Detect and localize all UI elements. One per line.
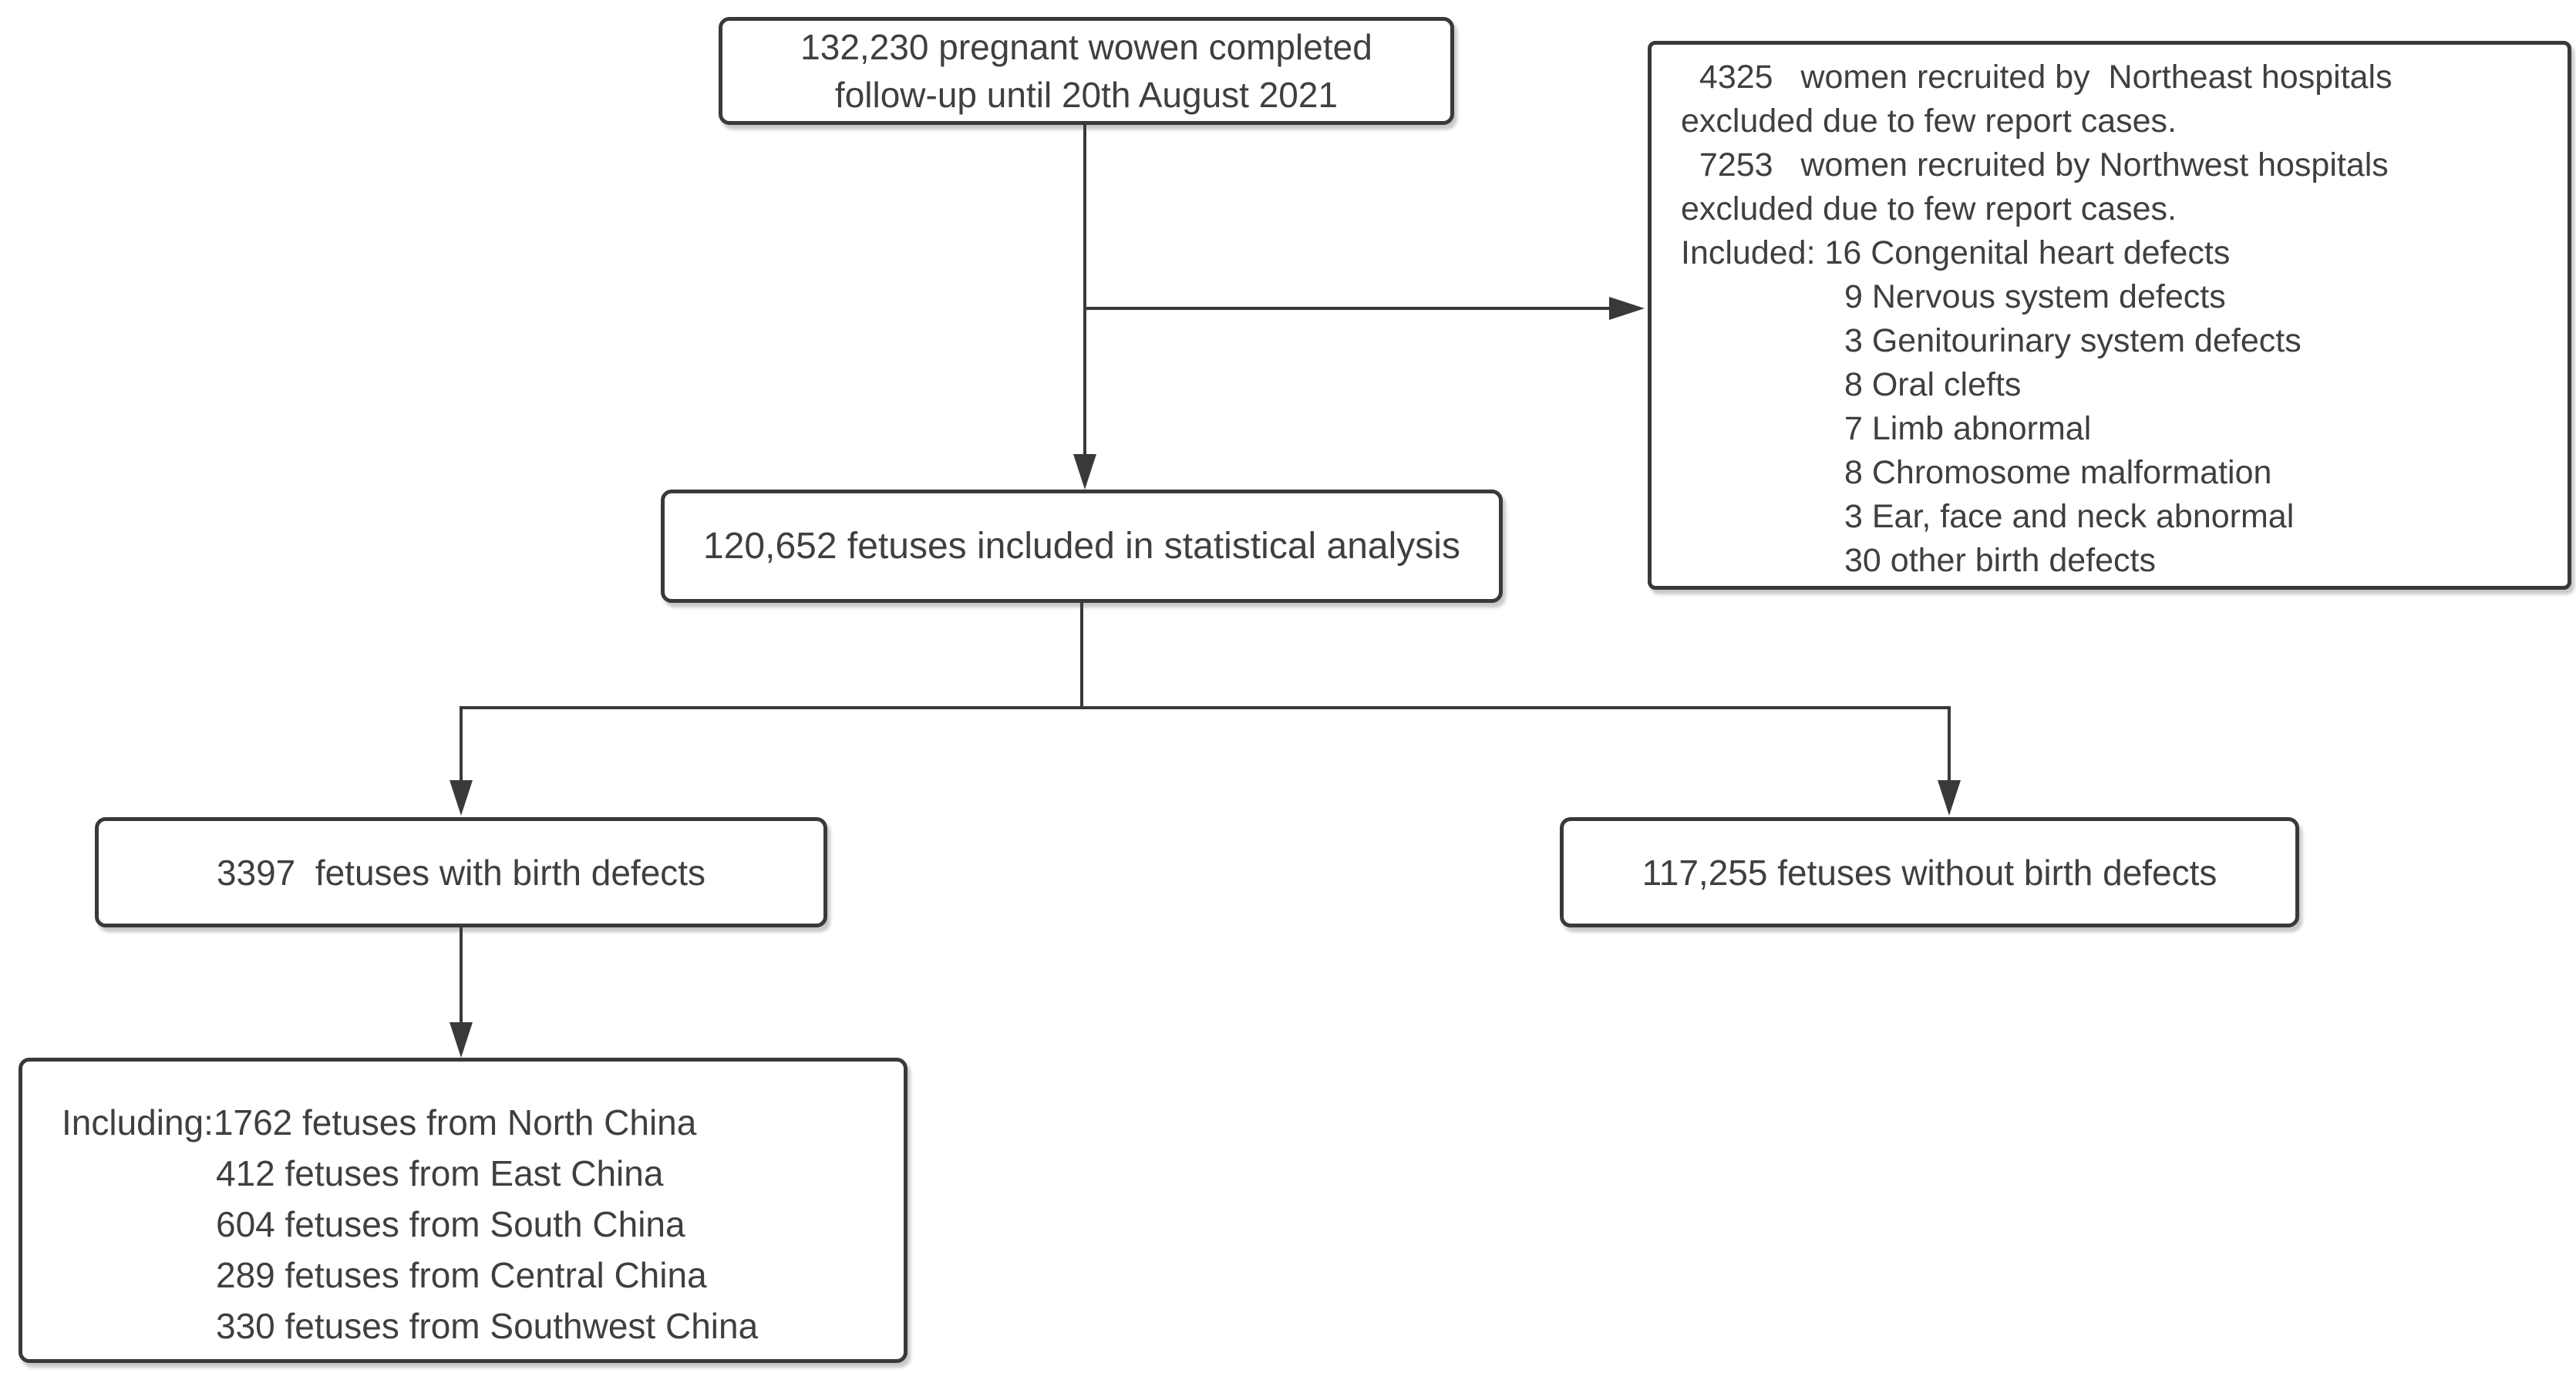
- regions-line: 330 fetuses from Southwest China: [216, 1306, 759, 1346]
- exclusion-line: 9 Nervous system defects: [1844, 278, 2226, 315]
- arrowhead-split-to-without-defects: [1938, 780, 1961, 816]
- exclusion-line: excluded due to few report cases.: [1681, 190, 2177, 227]
- arrowhead-with-defects-to-regions: [450, 1022, 473, 1058]
- exclusion-line: excluded due to few report cases.: [1681, 103, 2177, 140]
- connector-split-to-without-defects: [1948, 706, 1951, 780]
- exclusion-line: 7253 women recruited by Northwest hospit…: [1681, 146, 2389, 183]
- analysis-text: 120,652 fetuses included in statistical …: [703, 526, 1460, 567]
- with-defects-box: 3397 fetuses with birth defects: [95, 817, 827, 927]
- regions-line: 412 fetuses from East China: [216, 1153, 664, 1193]
- regions-box: Including:1762 fetuses from North China …: [19, 1058, 907, 1363]
- connector-analysis-to-split: [1080, 603, 1083, 708]
- regions-line: Including:1762 fetuses from North China: [62, 1102, 697, 1142]
- connector-split-to-with-defects: [460, 706, 463, 780]
- connector-enrollment-to-analysis: [1083, 125, 1086, 454]
- exclusion-line: 7 Limb abnormal: [1844, 410, 2092, 447]
- with-defects-text: 3397 fetuses with birth defects: [216, 852, 706, 893]
- exclusion-line: 8 Oral clefts: [1844, 366, 2022, 403]
- exclusion-line: 4325 women recruited by Northeast hospit…: [1681, 59, 2392, 96]
- exclusion-line: 30 other birth defects: [1844, 542, 2156, 579]
- connector-branch-to-exclusion: [1085, 307, 1609, 310]
- enrollment-line-2: follow-up until 20th August 2021: [834, 75, 1339, 115]
- regions-line: 604 fetuses from South China: [216, 1204, 685, 1244]
- analysis-box: 120,652 fetuses included in statistical …: [661, 490, 1503, 603]
- without-defects-text: 117,255 fetuses without birth defects: [1642, 852, 2217, 893]
- arrowhead-enrollment-to-analysis: [1073, 454, 1096, 490]
- exclusion-box: 4325 women recruited by Northeast hospit…: [1648, 41, 2571, 590]
- split-bar: [460, 706, 1951, 709]
- connector-with-defects-to-regions: [460, 927, 463, 1022]
- enrollment-box: 132,230 pregnant wowen completed follow-…: [719, 17, 1454, 125]
- exclusion-line: 8 Chromosome malformation: [1844, 454, 2272, 491]
- exclusion-line: 3 Ear, face and neck abnormal: [1844, 498, 2295, 535]
- arrowhead-branch-to-exclusion: [1609, 297, 1645, 320]
- without-defects-box: 117,255 fetuses without birth defects: [1560, 817, 2299, 927]
- enrollment-line-1: 132,230 pregnant wowen completed: [800, 27, 1372, 67]
- exclusion-line: Included: 16 Congenital heart defects: [1681, 234, 2231, 271]
- arrowhead-split-to-with-defects: [450, 780, 473, 816]
- regions-line: 289 fetuses from Central China: [216, 1255, 707, 1295]
- exclusion-line: 3 Genitourinary system defects: [1844, 322, 2302, 359]
